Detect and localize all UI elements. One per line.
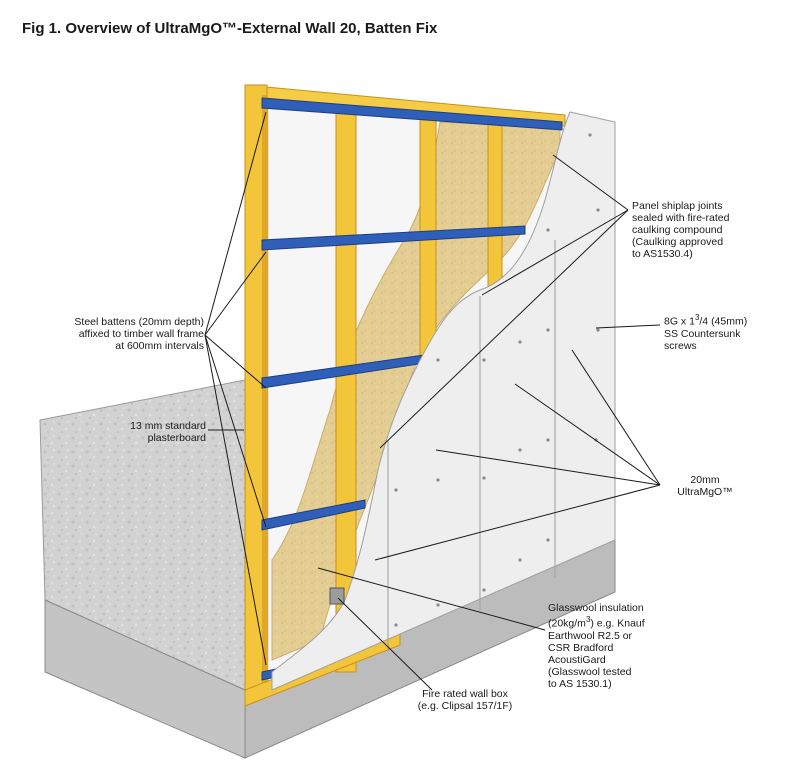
plasterboard-label-line-1: 13 mm standard <box>130 420 206 432</box>
steel-battens-label-line-3: at 600mm intervals <box>115 340 204 352</box>
steel-battens-label: Steel battens (20mm depth) affixed to ti… <box>28 316 204 352</box>
figure-title: Fig 1. Overview of UltraMgO™-External Wa… <box>22 20 438 37</box>
panel-shiplap-label-line-5: to AS1530.4) <box>632 248 693 260</box>
panel-shiplap-label-line-3: caulking compound <box>632 224 723 236</box>
glasswool-label-line-7: to AS 1530.1) <box>548 677 612 690</box>
glasswool-label-line-4: CSR Bradford <box>548 641 614 654</box>
leader-lines <box>204 111 661 691</box>
glasswool-label-line-3: Earthwool R2.5 or <box>548 629 633 642</box>
glasswool-label-line-2: (20kg/m3) e.g. Knauf <box>548 614 698 630</box>
screws-label-line-1: 8G x 13/4 (45mm) <box>664 312 794 328</box>
panel-shiplap-label: Panel shiplap joints sealed with fire-ra… <box>632 200 792 260</box>
plasterboard-label-line-2: plasterboard <box>147 432 206 444</box>
panel-shiplap-label-line-1: Panel shiplap joints <box>632 200 723 212</box>
ultramgo-label-line-2: UltraMgO™ <box>677 486 733 498</box>
plasterboard-label: 13 mm standard plasterboard <box>80 420 206 444</box>
glasswool-density-sup: 3 <box>585 615 591 624</box>
glasswool-label-line-6: (Glasswool tested <box>548 665 632 678</box>
glasswool-label-line-1: Glasswool insulation <box>548 602 644 614</box>
wall-box-label-line-2: (e.g. Clipsal 157/1F) <box>417 700 513 712</box>
wall-box-label-line-1: Fire rated wall box <box>422 688 508 700</box>
screws-size-sup: 3 <box>694 313 700 322</box>
glasswool-label-line-5: AcoustiGard <box>548 653 606 666</box>
ultramgo-panels <box>271 111 616 691</box>
screws-label-line-2: SS Countersunk <box>664 327 741 340</box>
panel-shiplap-label-line-2: sealed with fire-rated <box>632 212 730 224</box>
ultramgo-label-line-1: 20mm <box>690 474 720 486</box>
steel-battens <box>261 97 563 681</box>
glasswool-density-prefix: (20kg/m <box>548 617 586 630</box>
panel-shiplap-label-line-4: (Caulking approved <box>632 236 724 248</box>
screws-label-line-3: screws <box>664 339 697 352</box>
concrete-slab <box>39 379 616 759</box>
steel-battens-label-line-2: affixed to timber wall frame <box>78 328 204 340</box>
screws-size-suffix: /4 (45mm) <box>699 315 748 328</box>
screws-size-prefix: 8G x 1 <box>664 315 695 328</box>
ultramgo-label: 20mm UltraMgO™ <box>660 474 750 498</box>
screws-label: 8G x 13/4 (45mm) SS Countersunk screws <box>664 312 794 352</box>
wall-box-label: Fire rated wall box (e.g. Clipsal 157/1F… <box>400 688 530 712</box>
steel-battens-label-line-1: Steel battens (20mm depth) <box>74 316 204 328</box>
glasswool-label: Glasswool insulation (20kg/m3) e.g. Knau… <box>548 602 698 690</box>
glasswool-density-suffix: ) e.g. Knauf <box>590 617 645 630</box>
